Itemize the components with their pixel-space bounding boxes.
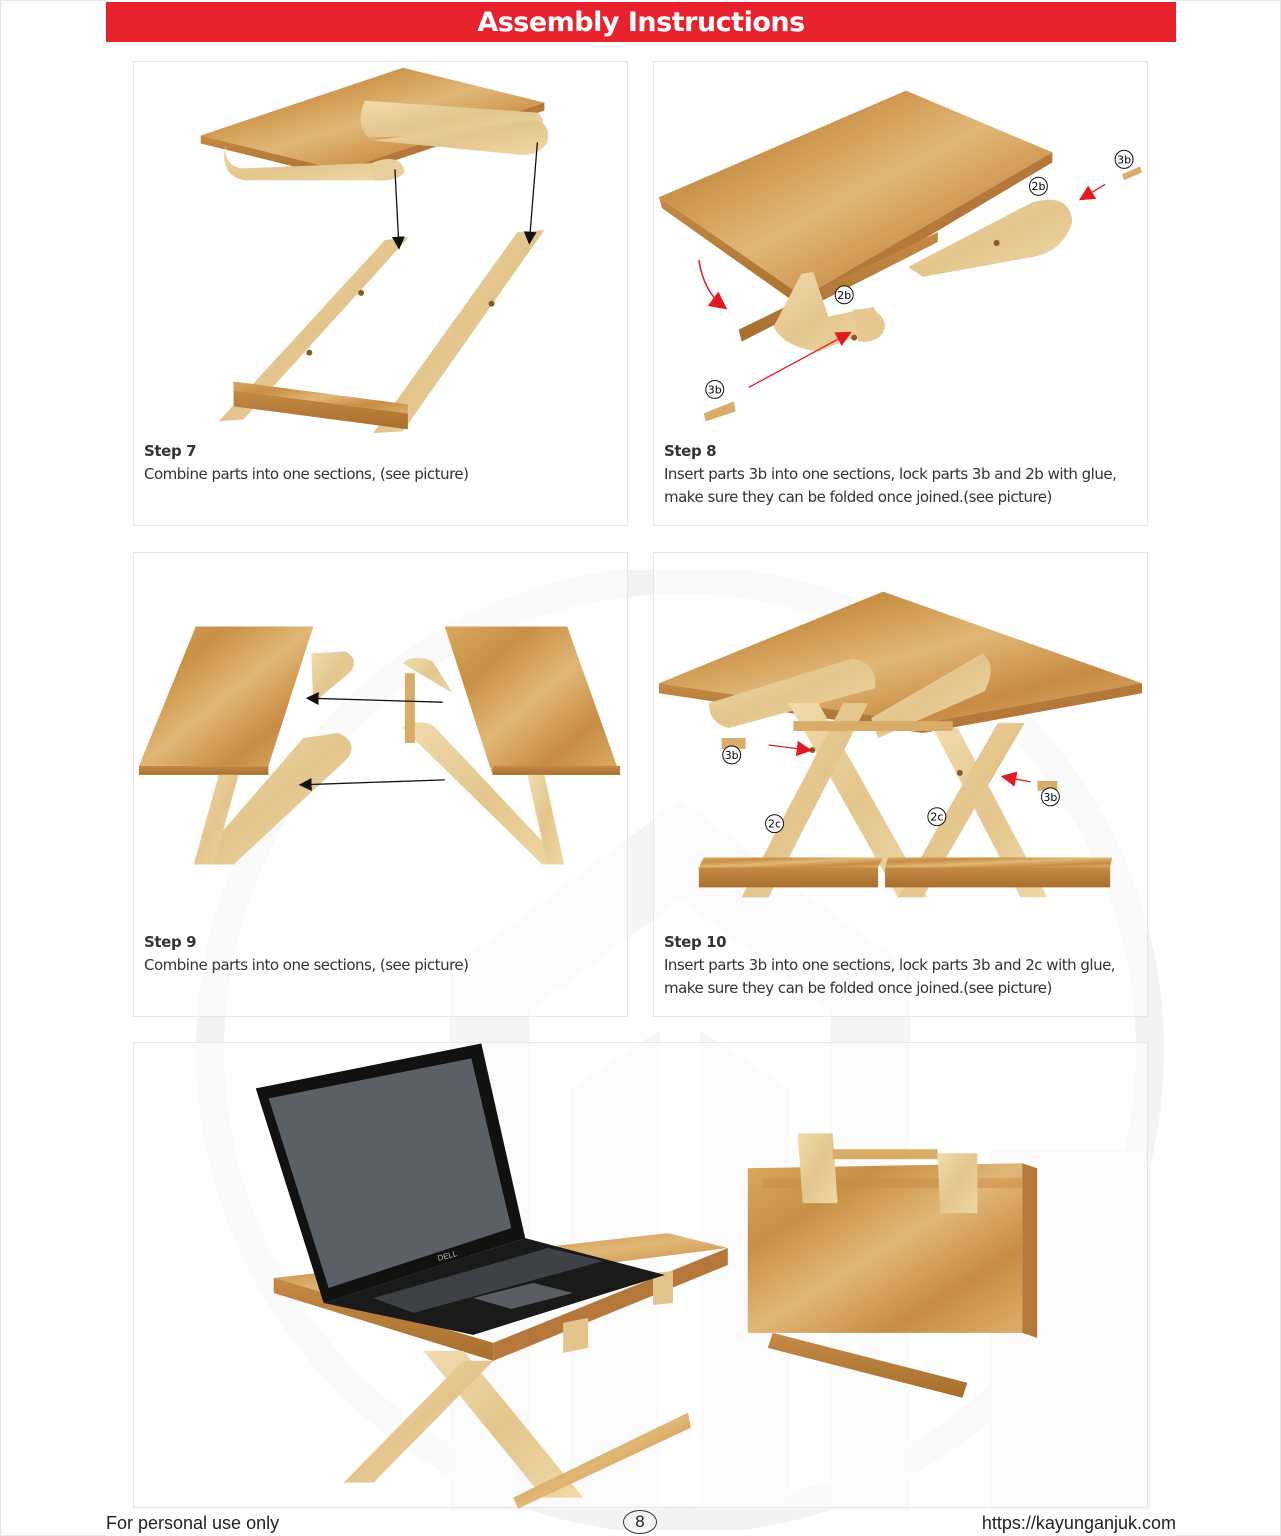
step-description: Combine parts into one sections, (see pi… bbox=[144, 956, 469, 974]
part-label-3b: 3b bbox=[705, 379, 725, 399]
part-label-3b: 3b bbox=[722, 745, 742, 765]
step-8-card: 3b 2b 2b 3b Step 8 Insert parts 3b into … bbox=[653, 61, 1148, 526]
part-label-2c: 2c bbox=[765, 814, 784, 834]
step-7-card: Step 7 Combine parts into one sections, … bbox=[133, 61, 628, 526]
step-title: Step 10 bbox=[664, 933, 727, 951]
step-10-illustration: 3b 3b 2c 2c bbox=[658, 591, 1143, 898]
header-bar: Assembly Instructions bbox=[106, 2, 1176, 42]
svg-text:3b: 3b bbox=[1117, 153, 1131, 166]
final-product-card: DELL bbox=[133, 1042, 1148, 1509]
svg-text:3b: 3b bbox=[708, 383, 722, 396]
svg-text:2c: 2c bbox=[768, 818, 781, 831]
part-label-2c: 2c bbox=[927, 807, 947, 827]
page-footer: For personal use only 8 https://kayungan… bbox=[106, 1510, 1176, 1536]
step-description: Combine parts into one sections, (see pi… bbox=[144, 465, 469, 483]
step-description: Insert parts 3b into one sections, lock … bbox=[664, 956, 1116, 997]
page-number: 8 bbox=[623, 1510, 657, 1534]
step-9-card: Step 9 Combine parts into one sections, … bbox=[133, 552, 628, 1017]
page-title: Assembly Instructions bbox=[477, 6, 805, 38]
step-8-illustration: 3b 2b 2b 3b bbox=[658, 90, 1143, 422]
svg-text:2b: 2b bbox=[837, 289, 851, 302]
step-title: Step 9 bbox=[144, 933, 197, 951]
part-label-3b: 3b bbox=[1040, 787, 1060, 807]
step-title: Step 7 bbox=[144, 442, 197, 460]
part-label-2b: 2b bbox=[834, 285, 854, 305]
step-9-illustration bbox=[138, 626, 621, 865]
step-7-illustration bbox=[200, 67, 549, 434]
footer-disclaimer: For personal use only bbox=[106, 1513, 280, 1533]
step-description: Insert parts 3b into one sections, lock … bbox=[664, 465, 1117, 506]
part-label-3b: 3b bbox=[1114, 149, 1134, 169]
footer-website-link[interactable]: https://kayunganjuk.com bbox=[981, 1513, 1176, 1533]
svg-text:2c: 2c bbox=[930, 811, 943, 824]
step-title: Step 8 bbox=[664, 442, 717, 460]
final-product-illustration: DELL bbox=[255, 1043, 1038, 1509]
part-label-2b: 2b bbox=[1028, 176, 1048, 196]
svg-text:2b: 2b bbox=[1031, 180, 1045, 193]
svg-text:3b: 3b bbox=[1043, 791, 1057, 804]
svg-text:3b: 3b bbox=[725, 749, 739, 762]
step-10-card: 3b 3b 2c 2c Step 10 Insert parts 3b into… bbox=[653, 552, 1148, 1017]
